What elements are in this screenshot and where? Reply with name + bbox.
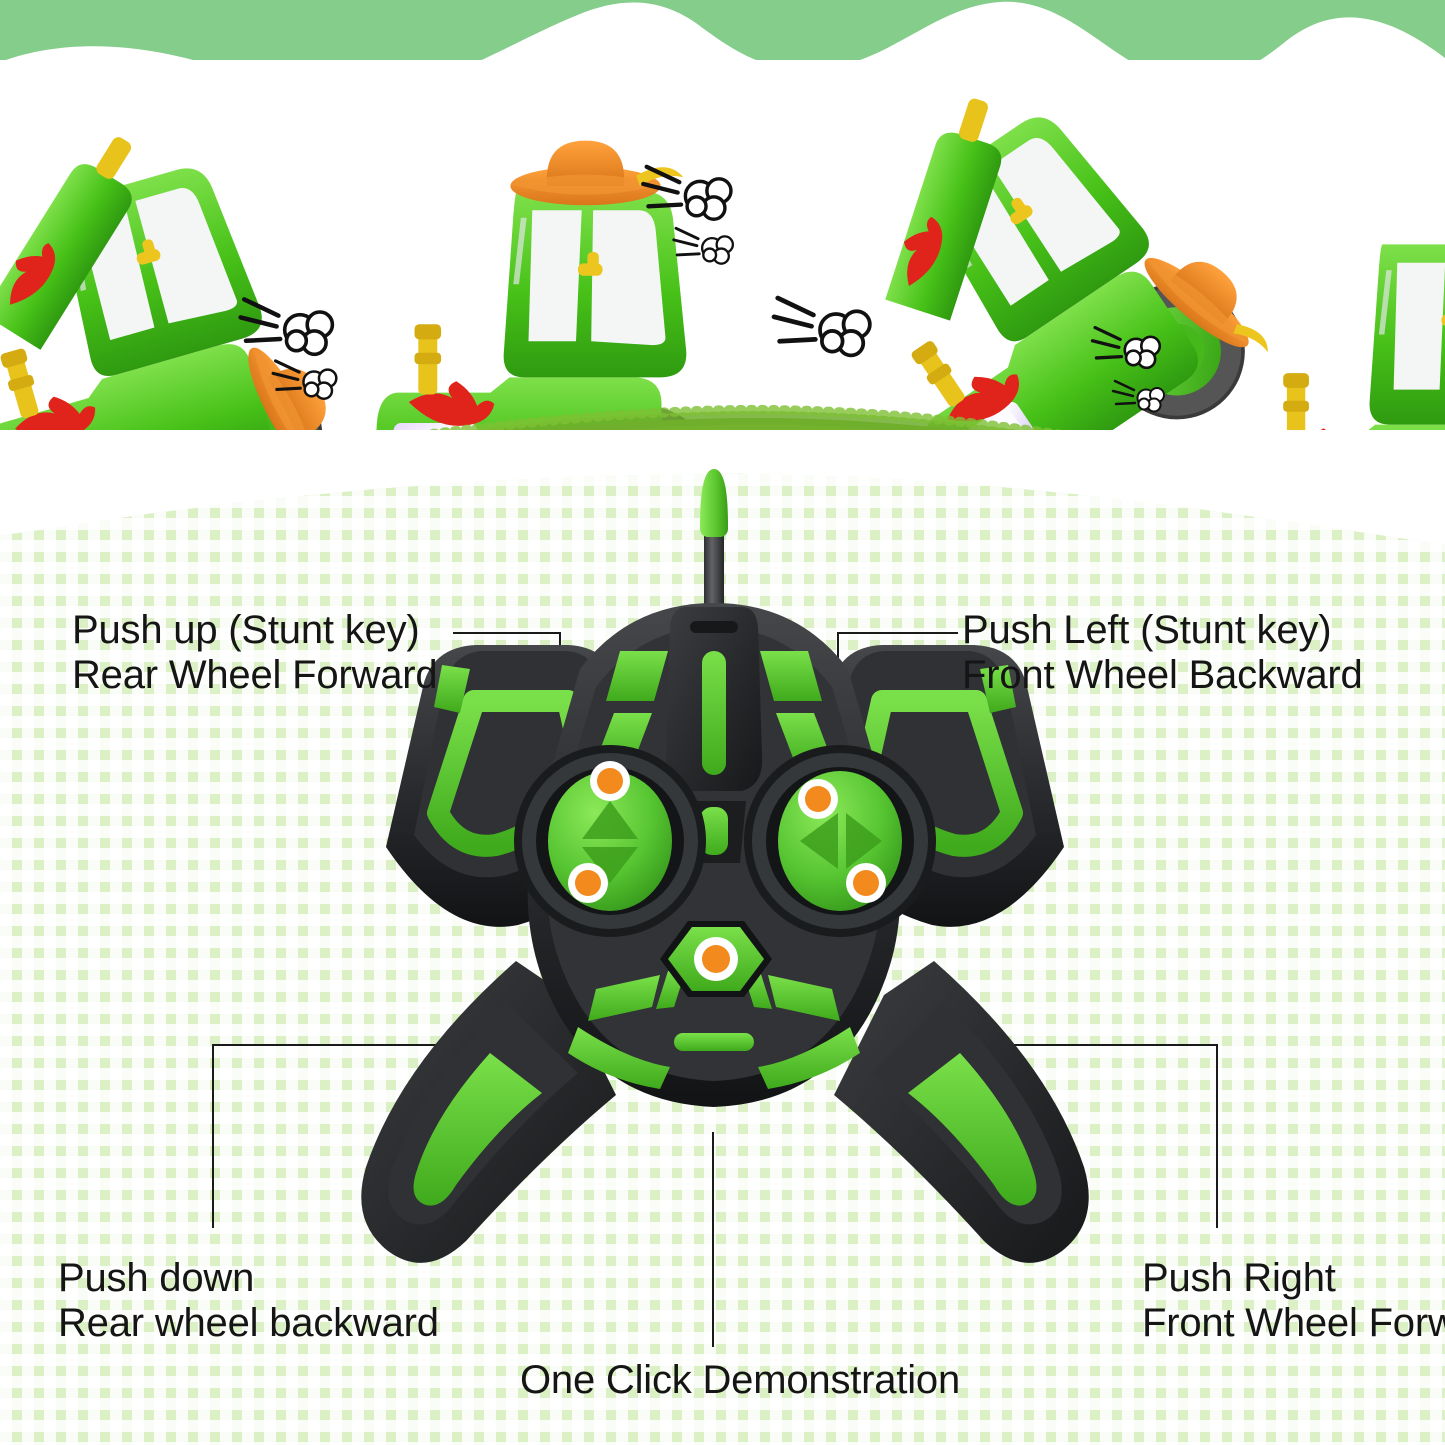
callout-push-right-line1: Push Right (1142, 1256, 1336, 1300)
tractor-wheelie (807, 84, 1289, 553)
callout-one-click-demo: One Click Demonstration (520, 1358, 960, 1403)
callout-push-left-line2: Front Wheel Backward (962, 652, 1363, 697)
callout-push-up-line1: Push up (Stunt key) (72, 608, 420, 652)
demo-button[interactable] (660, 921, 772, 997)
tractor-left-edge (0, 137, 362, 572)
marker-center (694, 937, 738, 981)
callout-push-up-line2: Rear Wheel Forward (72, 652, 438, 697)
right-grip[interactable] (834, 961, 1089, 1263)
marker-left (798, 779, 838, 819)
up-arrow-icon (582, 801, 638, 839)
down-arrow-icon (582, 847, 638, 883)
marker-right (846, 863, 886, 903)
marker-up (590, 761, 630, 801)
marker-down (568, 863, 608, 903)
callout-push-down-line2: Rear wheel backward (58, 1300, 439, 1345)
callout-push-up: Push up (Stunt key) Rear Wheel Forward (72, 608, 438, 698)
left-joystick[interactable] (514, 745, 706, 937)
controller-body (527, 603, 901, 1107)
rc-remote-controller[interactable] (330, 455, 1120, 1285)
callout-push-right-line2: Front Wheel Forward (1142, 1300, 1445, 1345)
right-arrow-icon (846, 813, 882, 869)
callout-push-left-line1: Push Left (Stunt key) (962, 608, 1332, 652)
callout-one-click-demo-line1: One Click Demonstration (520, 1358, 961, 1402)
left-arrow-icon (800, 813, 838, 869)
callout-push-right: Push Right Front Wheel Forward (1142, 1256, 1445, 1346)
callout-push-down-line1: Push down (58, 1256, 255, 1300)
left-grip[interactable] (361, 961, 616, 1263)
callout-push-down: Push down Rear wheel backward (58, 1256, 439, 1346)
callout-push-left: Push Left (Stunt key) Front Wheel Backwa… (962, 608, 1363, 698)
right-joystick[interactable] (744, 745, 936, 937)
